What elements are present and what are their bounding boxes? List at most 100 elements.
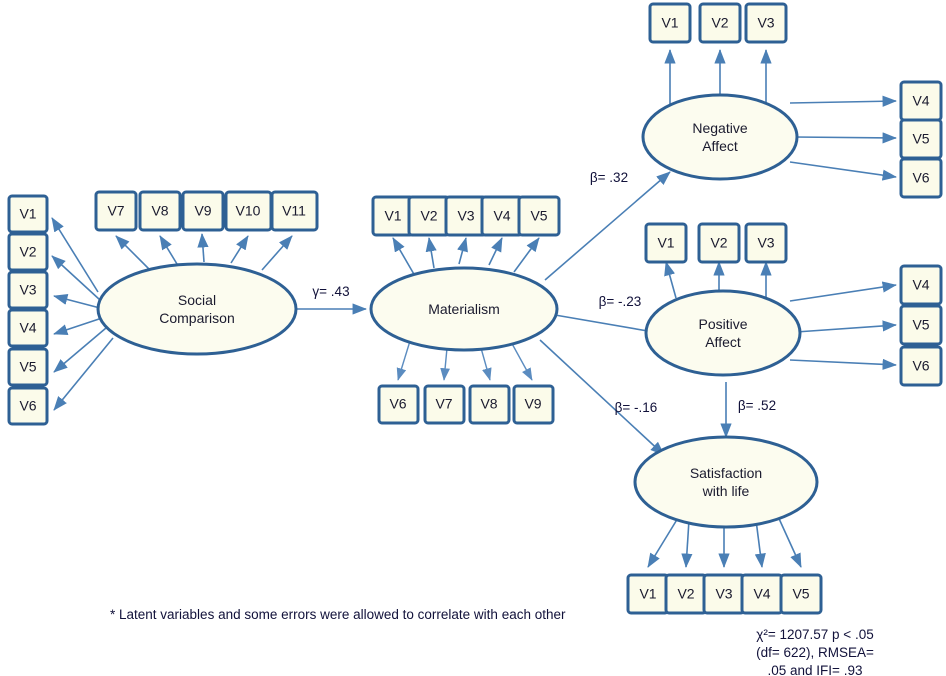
- indicator-box[interactable]: V7: [423, 384, 466, 425]
- indicator-box[interactable]: V5: [779, 573, 823, 615]
- materialism-bottom-loadings: [396, 339, 533, 381]
- indicator-box[interactable]: V2: [7, 232, 49, 272]
- indicator-box[interactable]: V1: [644, 222, 688, 264]
- indicator-label: V1: [19, 206, 36, 222]
- indicator-box[interactable]: V6: [7, 386, 49, 426]
- indicator-label: V6: [912, 358, 929, 374]
- pa-right-loadings: [789, 281, 897, 370]
- indicator-label: V7: [435, 396, 452, 412]
- indicator-label: V2: [677, 586, 694, 602]
- indicator-box[interactable]: V4: [480, 195, 524, 237]
- fit-statistics-line1: χ²= 1207.57 p < .05: [756, 627, 874, 642]
- na-top-loadings: [664, 49, 772, 105]
- indicator-label: V9: [194, 203, 211, 219]
- indicator-label: V6: [912, 170, 929, 186]
- indicator-label: V6: [389, 396, 406, 412]
- indicator-label: V11: [282, 203, 306, 219]
- indicator-box[interactable]: V1: [371, 195, 415, 237]
- latent-positive-affect-line2: Affect: [705, 334, 741, 350]
- indicator-label: V1: [661, 15, 678, 31]
- swl-bottom-loadings: [647, 511, 802, 568]
- indicator-label: V3: [19, 282, 36, 298]
- indicator-box[interactable]: V3: [702, 573, 746, 615]
- indicator-label: V2: [711, 15, 728, 31]
- indicator-box[interactable]: V5: [899, 304, 943, 346]
- indicator-box[interactable]: V3: [744, 2, 788, 44]
- coef-label-beta-mat-pa: β= -.23: [599, 294, 642, 309]
- indicator-label: V2: [19, 244, 36, 260]
- indicator-box[interactable]: V8: [138, 190, 182, 232]
- sc-top-indicator-boxes: V7 V8 V9 V10 V11: [94, 190, 319, 232]
- indicator-label: V1: [384, 208, 401, 224]
- path-materialism-to-negative-affect: [544, 171, 671, 281]
- latent-negative-affect-line2: Affect: [702, 138, 738, 154]
- indicator-box[interactable]: V3: [744, 222, 788, 264]
- indicator-box[interactable]: V3: [444, 195, 488, 237]
- indicator-box[interactable]: V4: [740, 573, 784, 615]
- indicator-label: V5: [19, 359, 36, 375]
- latent-social-comparison[interactable]: Social Comparison: [96, 262, 298, 356]
- pa-top-indicator-boxes: V1 V2 V3: [644, 222, 788, 264]
- indicator-label: V4: [912, 277, 929, 293]
- latent-satisfaction-with-life[interactable]: Satisfaction with life: [633, 435, 819, 529]
- indicator-box[interactable]: V9: [181, 190, 225, 232]
- coef-label-beta-mat-swl: β= -.16: [615, 400, 658, 415]
- coef-label-beta-pa-swl: β= .52: [738, 398, 776, 413]
- pa-right-indicator-boxes: V4 V5 V6: [899, 264, 943, 387]
- indicator-label: V5: [912, 131, 929, 147]
- indicator-label: V5: [792, 586, 809, 602]
- indicator-box[interactable]: V2: [407, 195, 451, 237]
- indicator-box[interactable]: V1: [7, 194, 49, 234]
- indicator-label: V3: [457, 208, 474, 224]
- indicator-box[interactable]: V10: [224, 190, 273, 232]
- indicator-label: V8: [151, 203, 168, 219]
- indicator-box[interactable]: V5: [7, 347, 49, 387]
- materialism-top-indicator-boxes: V1 V2 V3 V4 V5: [371, 195, 561, 237]
- indicator-box[interactable]: V3: [7, 270, 49, 310]
- indicator-box[interactable]: V4: [899, 80, 943, 122]
- indicator-label: V1: [639, 586, 656, 602]
- indicator-box[interactable]: V7: [94, 190, 138, 232]
- indicator-label: V4: [19, 320, 36, 336]
- path-materialism-to-satisfaction: [539, 339, 665, 456]
- latent-social-comparison-line1: Social: [178, 292, 216, 308]
- pa-top-loadings: [664, 261, 772, 299]
- latent-materialism-line1: Materialism: [428, 301, 500, 317]
- indicator-box[interactable]: V2: [697, 222, 741, 264]
- fit-statistics-line2: (df= 622), RMSEA=: [756, 645, 874, 661]
- indicator-box[interactable]: V1: [648, 2, 692, 44]
- indicator-box[interactable]: V6: [899, 345, 943, 387]
- coef-label-gamma-sc-mat: γ= .43: [312, 284, 349, 299]
- na-right-indicator-boxes: V4 V5 V6: [899, 80, 943, 199]
- indicator-label: V5: [530, 208, 547, 224]
- indicator-box[interactable]: V5: [517, 195, 561, 237]
- latent-positive-affect[interactable]: Positive Affect: [644, 289, 802, 377]
- fit-statistics: χ²= 1207.57 p < .05 (df= 622), RMSEA= .0…: [690, 626, 940, 676]
- indicator-box[interactable]: V2: [698, 2, 742, 44]
- indicator-label: V2: [710, 235, 727, 251]
- fit-statistics-line3: .05 and IFI= .93: [767, 663, 863, 676]
- sc-top-loadings: [115, 233, 293, 273]
- latent-materialism[interactable]: Materialism: [369, 266, 559, 352]
- latent-negative-affect[interactable]: Negative Affect: [641, 93, 799, 181]
- indicator-box[interactable]: V1: [626, 573, 670, 615]
- indicator-label: V3: [757, 235, 774, 251]
- na-top-indicator-boxes: V1 V2 V3: [648, 2, 788, 44]
- indicator-label: V7: [107, 203, 124, 219]
- indicator-box[interactable]: V9: [512, 384, 555, 425]
- indicator-box[interactable]: V4: [899, 264, 943, 306]
- indicator-box[interactable]: V6: [899, 157, 943, 199]
- indicator-box[interactable]: V11: [270, 190, 319, 232]
- latent-satisfaction-line2: with life: [702, 483, 750, 499]
- indicator-box[interactable]: V8: [468, 384, 511, 425]
- indicator-label: V3: [757, 15, 774, 31]
- indicator-box[interactable]: V5: [899, 118, 943, 160]
- indicator-box[interactable]: V4: [7, 308, 49, 348]
- indicator-label: V6: [19, 398, 36, 414]
- materialism-top-loadings: [392, 237, 540, 277]
- latent-satisfaction-line1: Satisfaction: [690, 465, 762, 481]
- indicator-box[interactable]: V6: [377, 384, 420, 425]
- indicator-box[interactable]: V2: [664, 573, 708, 615]
- indicator-label: V8: [480, 396, 497, 412]
